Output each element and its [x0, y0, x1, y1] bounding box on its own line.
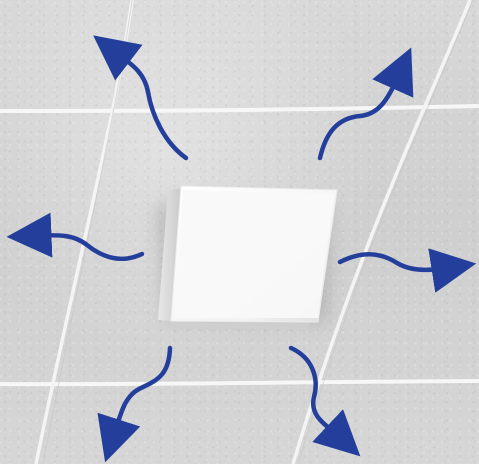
airflow-arrows	[6, 35, 477, 463]
grid-line-left-diagonal	[34, 0, 134, 464]
arrow-bottom-left	[97, 345, 173, 463]
diffuser-inner-panel	[174, 190, 334, 318]
diffuser-side-bottom	[162, 320, 312, 330]
arrow-right	[337, 248, 477, 293]
grid-line-top	[0, 104, 479, 113]
grid-line-faint-right	[297, 0, 474, 464]
grid-line-bottom	[0, 379, 479, 387]
arrow-left	[6, 212, 145, 261]
arrow-bottom-right	[288, 345, 361, 457]
arrow-top-right	[317, 47, 414, 161]
diffuser-side-left	[158, 188, 183, 321]
arrow-top-left	[93, 35, 189, 161]
air-diffuser	[157, 185, 338, 330]
grid-line-right-diagonal	[291, 0, 472, 464]
